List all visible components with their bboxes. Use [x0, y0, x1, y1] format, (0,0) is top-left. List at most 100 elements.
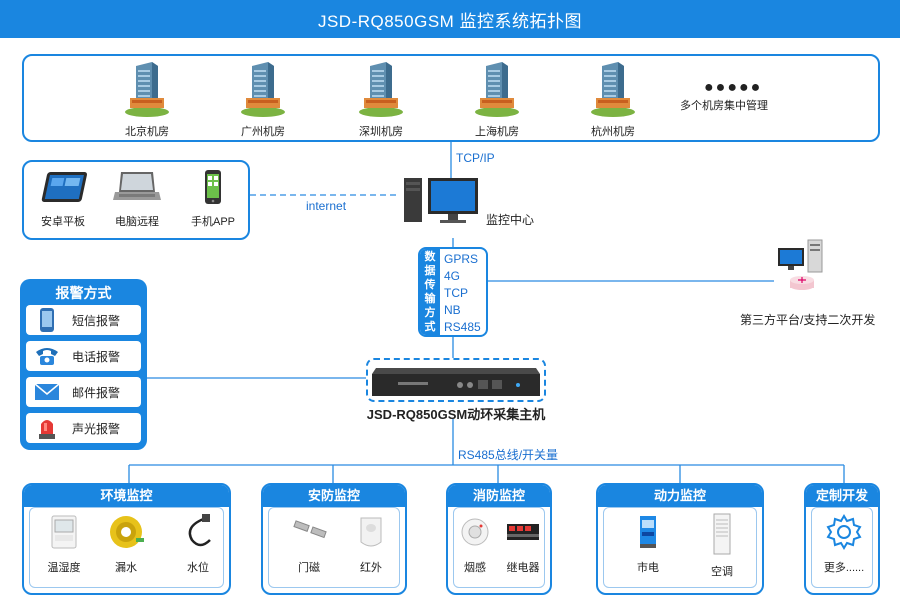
- water-leak-cable-icon: [110, 516, 144, 548]
- sensor-smoke[interactable]: 烟感: [450, 512, 500, 575]
- thermo-hygrometer-icon: [51, 515, 77, 549]
- remote-tablet[interactable]: 安卓平板: [30, 170, 96, 229]
- remote-devices-panel: 安卓平板 电脑远程 手机APP: [22, 160, 250, 240]
- category-body: 更多......: [811, 507, 873, 588]
- method-gprs: GPRS: [444, 252, 479, 266]
- remote-laptop[interactable]: 电脑远程: [104, 170, 170, 229]
- rack-host-icon: [372, 368, 540, 396]
- remote-label: 安卓平板: [41, 216, 85, 228]
- datacenter-label: 杭州机房: [591, 126, 635, 138]
- sensor-infrared[interactable]: 红外: [341, 512, 401, 575]
- sensor-label: 温湿度: [47, 562, 81, 574]
- smoke-detector-icon: [461, 518, 489, 546]
- category-title: 动力监控: [598, 485, 762, 507]
- mobile-sms-icon: [32, 307, 62, 333]
- building-icon: [591, 62, 635, 117]
- remote-label: 电脑远程: [115, 216, 159, 228]
- category-security: 安防监控 门磁 红外: [261, 483, 407, 595]
- tcpip-label: TCP/IP: [456, 151, 495, 165]
- remote-phone[interactable]: 手机APP: [180, 170, 246, 229]
- alarm-item-siren[interactable]: 声光报警: [26, 413, 141, 443]
- custom-more[interactable]: 更多......: [814, 512, 874, 575]
- alarm-label: 电话报警: [72, 349, 121, 364]
- category-title: 定制开发: [806, 485, 878, 507]
- category-body: 烟感 继电器: [453, 507, 545, 588]
- building-icon: [359, 62, 403, 117]
- telephone-icon: [32, 343, 62, 369]
- alarm-label: 邮件报警: [72, 385, 121, 400]
- sensor-label: 更多......: [823, 562, 865, 574]
- alarm-item-phone[interactable]: 电话报警: [26, 341, 141, 371]
- sensor-label: 漏水: [115, 562, 137, 574]
- alarm-label: 声光报警: [72, 421, 121, 436]
- datacenter-beijing[interactable]: 北京机房: [112, 60, 182, 139]
- host-label: JSD-RQ850GSM动环采集主机: [366, 407, 546, 422]
- alarm-label: 短信报警: [72, 313, 121, 328]
- more-datacenters-label: 多个机房集中管理: [680, 100, 768, 112]
- sensor-door[interactable]: 门磁: [279, 512, 339, 575]
- datacenter-guangzhou[interactable]: 广州机房: [228, 60, 298, 139]
- transmission-box: 数 据 传 输 方 式 GPRS 4G TCP NB RS485: [418, 247, 488, 337]
- sensor-water-leak[interactable]: 漏水: [96, 512, 156, 575]
- door-sensor-icon: [293, 520, 327, 539]
- transmission-title-char: 数: [424, 251, 436, 263]
- page-title: JSD-RQ850GSM 监控系统拓扑图: [0, 0, 900, 38]
- sensor-label: 继电器: [506, 562, 540, 574]
- sensor-temp-humidity[interactable]: 温湿度: [34, 512, 94, 575]
- third-party-label: 第三方平台/支持二次开发: [740, 313, 876, 327]
- tablet-icon: [41, 172, 88, 202]
- sensor-label: 水位: [187, 562, 209, 574]
- category-power: 动力监控 市电 空调: [596, 483, 764, 595]
- relay-icon: [507, 524, 539, 540]
- method-nb: NB: [444, 303, 461, 317]
- host-device[interactable]: [366, 358, 546, 402]
- sensor-label: 市电: [637, 562, 659, 574]
- gear-icon: [826, 514, 862, 550]
- remote-label: 手机APP: [190, 216, 235, 228]
- transmission-title-char: 据: [424, 265, 436, 277]
- alarm-title: 报警方式: [55, 285, 112, 301]
- water-level-sensor-icon: [188, 514, 211, 547]
- more-dots: ●●●●●: [704, 79, 763, 96]
- third-party-platform[interactable]: [772, 236, 842, 306]
- sensor-relay[interactable]: 继电器: [498, 512, 548, 575]
- sensor-label: 空调: [711, 566, 733, 578]
- transmission-title-char: 式: [424, 321, 436, 333]
- category-title: 消防监控: [448, 485, 550, 507]
- method-tcp: TCP: [444, 286, 468, 300]
- phone-icon: [205, 170, 221, 204]
- alarm-panel: 报警方式 短信报警 电话报警 邮件报警 声光报警: [20, 279, 147, 450]
- category-title: 安防监控: [263, 485, 405, 507]
- alarm-item-sms[interactable]: 短信报警: [26, 305, 141, 335]
- transmission-title-char: 输: [424, 293, 436, 305]
- rs485-bus-label: RS485总线/开关量: [458, 448, 559, 462]
- email-icon: [32, 379, 62, 405]
- building-icon: [125, 62, 169, 117]
- category-body: 市电 空调: [603, 507, 757, 588]
- datacenter-label: 深圳机房: [359, 126, 403, 138]
- sensor-label: 烟感: [464, 562, 486, 574]
- sensor-label: 红外: [360, 562, 382, 574]
- method-rs485: RS485: [444, 320, 481, 334]
- sensor-air-conditioner[interactable]: 空调: [692, 512, 752, 579]
- category-environment: 环境监控 温湿度 漏水 水位: [22, 483, 231, 595]
- infrared-sensor-icon: [360, 517, 382, 547]
- datacenter-shenzhen[interactable]: 深圳机房: [346, 60, 416, 139]
- monitor-center[interactable]: [398, 168, 482, 238]
- datacenter-label: 上海机房: [475, 126, 519, 138]
- alarm-item-email[interactable]: 邮件报警: [26, 377, 141, 407]
- method-4g: 4G: [444, 269, 461, 283]
- transmission-title-char: 方: [424, 307, 436, 319]
- datacenter-hangzhou[interactable]: 杭州机房: [578, 60, 648, 139]
- category-custom: 定制开发 更多......: [804, 483, 880, 595]
- datacenter-panel: 北京机房 广州机房 深圳机房: [22, 54, 880, 142]
- sensor-mains[interactable]: 市电: [618, 512, 678, 575]
- air-conditioner-icon: [713, 513, 731, 555]
- category-body: 门磁 红外: [268, 507, 400, 588]
- sensor-water-level[interactable]: 水位: [168, 512, 228, 575]
- monitor-center-label: 监控中心: [486, 213, 535, 227]
- transmission-methods: GPRS 4G TCP NB RS485: [444, 251, 481, 335]
- datacenter-shanghai[interactable]: 上海机房: [462, 60, 532, 139]
- datacenter-label: 广州机房: [241, 126, 285, 138]
- transmission-title: 数 据 传 输 方 式: [420, 249, 440, 335]
